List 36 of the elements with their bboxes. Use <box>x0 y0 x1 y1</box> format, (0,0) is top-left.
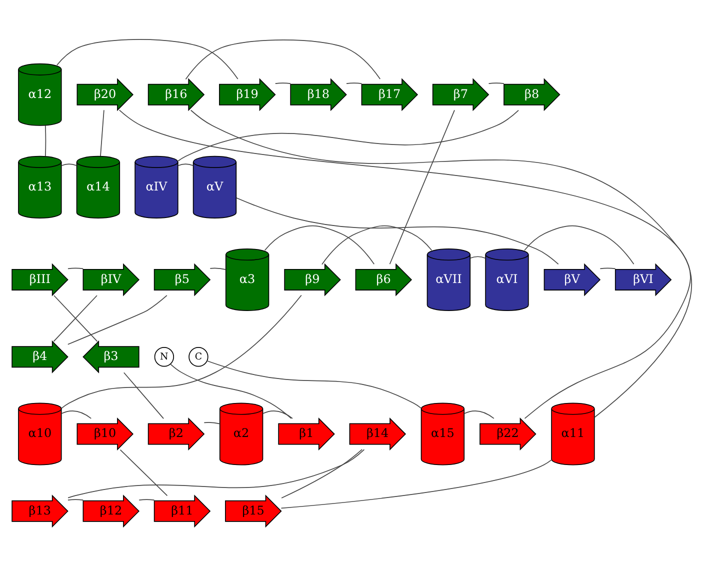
connector <box>56 38 238 79</box>
connector <box>264 224 375 264</box>
connector <box>178 109 519 161</box>
connector <box>262 410 293 418</box>
connector <box>60 294 302 408</box>
connector <box>68 448 365 498</box>
connector <box>68 267 84 269</box>
connector <box>170 363 292 418</box>
connector <box>322 224 432 264</box>
connector <box>138 498 155 500</box>
connector <box>67 294 168 344</box>
connector <box>281 448 363 498</box>
connector <box>204 422 220 424</box>
connector <box>280 459 552 508</box>
connector <box>470 256 486 258</box>
connector <box>68 498 84 500</box>
connector <box>524 224 634 264</box>
connector <box>178 163 194 166</box>
node-circle: N <box>154 346 174 366</box>
node-circle: C <box>188 346 208 366</box>
connector <box>236 196 559 264</box>
connector <box>120 448 168 496</box>
connector <box>464 410 494 418</box>
connector <box>210 267 226 270</box>
connector <box>44 124 46 156</box>
connector <box>100 109 104 156</box>
connector <box>206 360 422 408</box>
connector <box>61 163 78 166</box>
connector <box>61 410 92 418</box>
connector <box>185 39 381 80</box>
connector <box>600 267 616 269</box>
connector <box>389 109 455 264</box>
connector <box>346 82 362 84</box>
connector <box>274 82 291 84</box>
connector <box>488 82 504 84</box>
connector <box>123 372 164 418</box>
